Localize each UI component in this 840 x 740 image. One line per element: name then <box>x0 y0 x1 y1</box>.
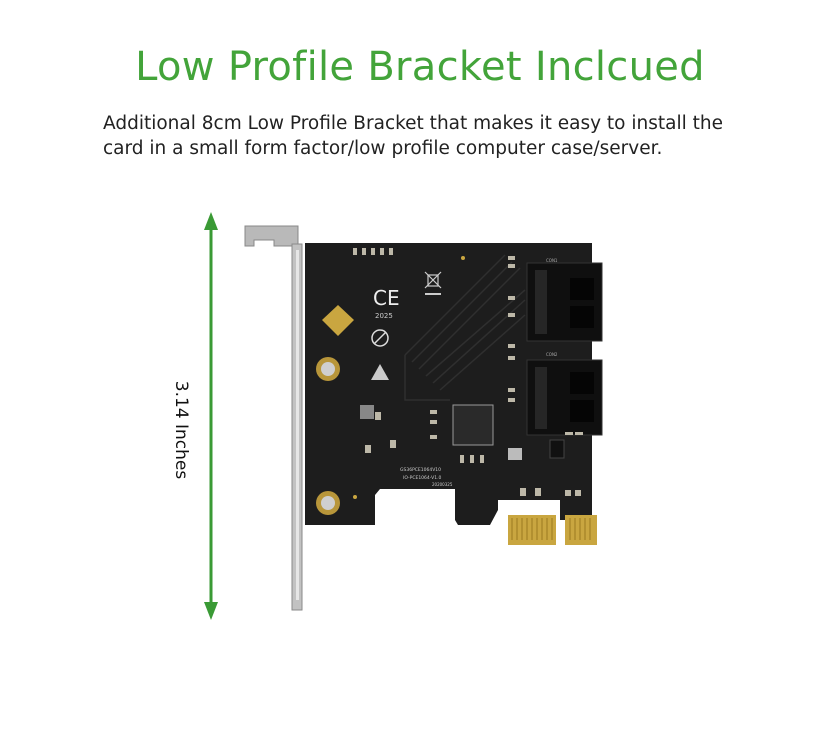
connector-label: CON2 <box>546 352 558 357</box>
dimension-arrow <box>204 212 218 620</box>
sata-port-2 <box>526 359 603 436</box>
sata-port-1 <box>526 262 603 342</box>
board-silkscreen: IO-PCE1064-V1.0 <box>403 475 442 481</box>
gold-fingers <box>508 515 597 545</box>
board-silkscreen: 20200325 <box>432 482 453 487</box>
regulator-chip <box>360 405 374 419</box>
board-silkscreen: GS36PCE1064V10 <box>400 467 441 473</box>
gold-pad <box>322 305 354 336</box>
screw-icon <box>316 491 340 515</box>
screw-icon <box>316 357 340 381</box>
dimension-label: 3.14 Inches <box>171 380 191 480</box>
year-mark: 2025 <box>375 312 393 320</box>
low-profile-bracket <box>244 225 303 611</box>
pcie-card: CE 2025 CON1 CON2 <box>305 243 603 545</box>
page-title: Low Profile Bracket Inclcued <box>135 44 705 90</box>
esd-warning-icon <box>371 364 389 380</box>
controller-chip <box>452 404 494 446</box>
ce-mark: CE <box>373 286 400 310</box>
connector-label: CON1 <box>546 258 558 263</box>
lead-free-icon <box>371 329 389 347</box>
weee-bin-icon <box>424 271 442 295</box>
description: Additional 8cm Low Profile Bracket that … <box>103 113 723 159</box>
